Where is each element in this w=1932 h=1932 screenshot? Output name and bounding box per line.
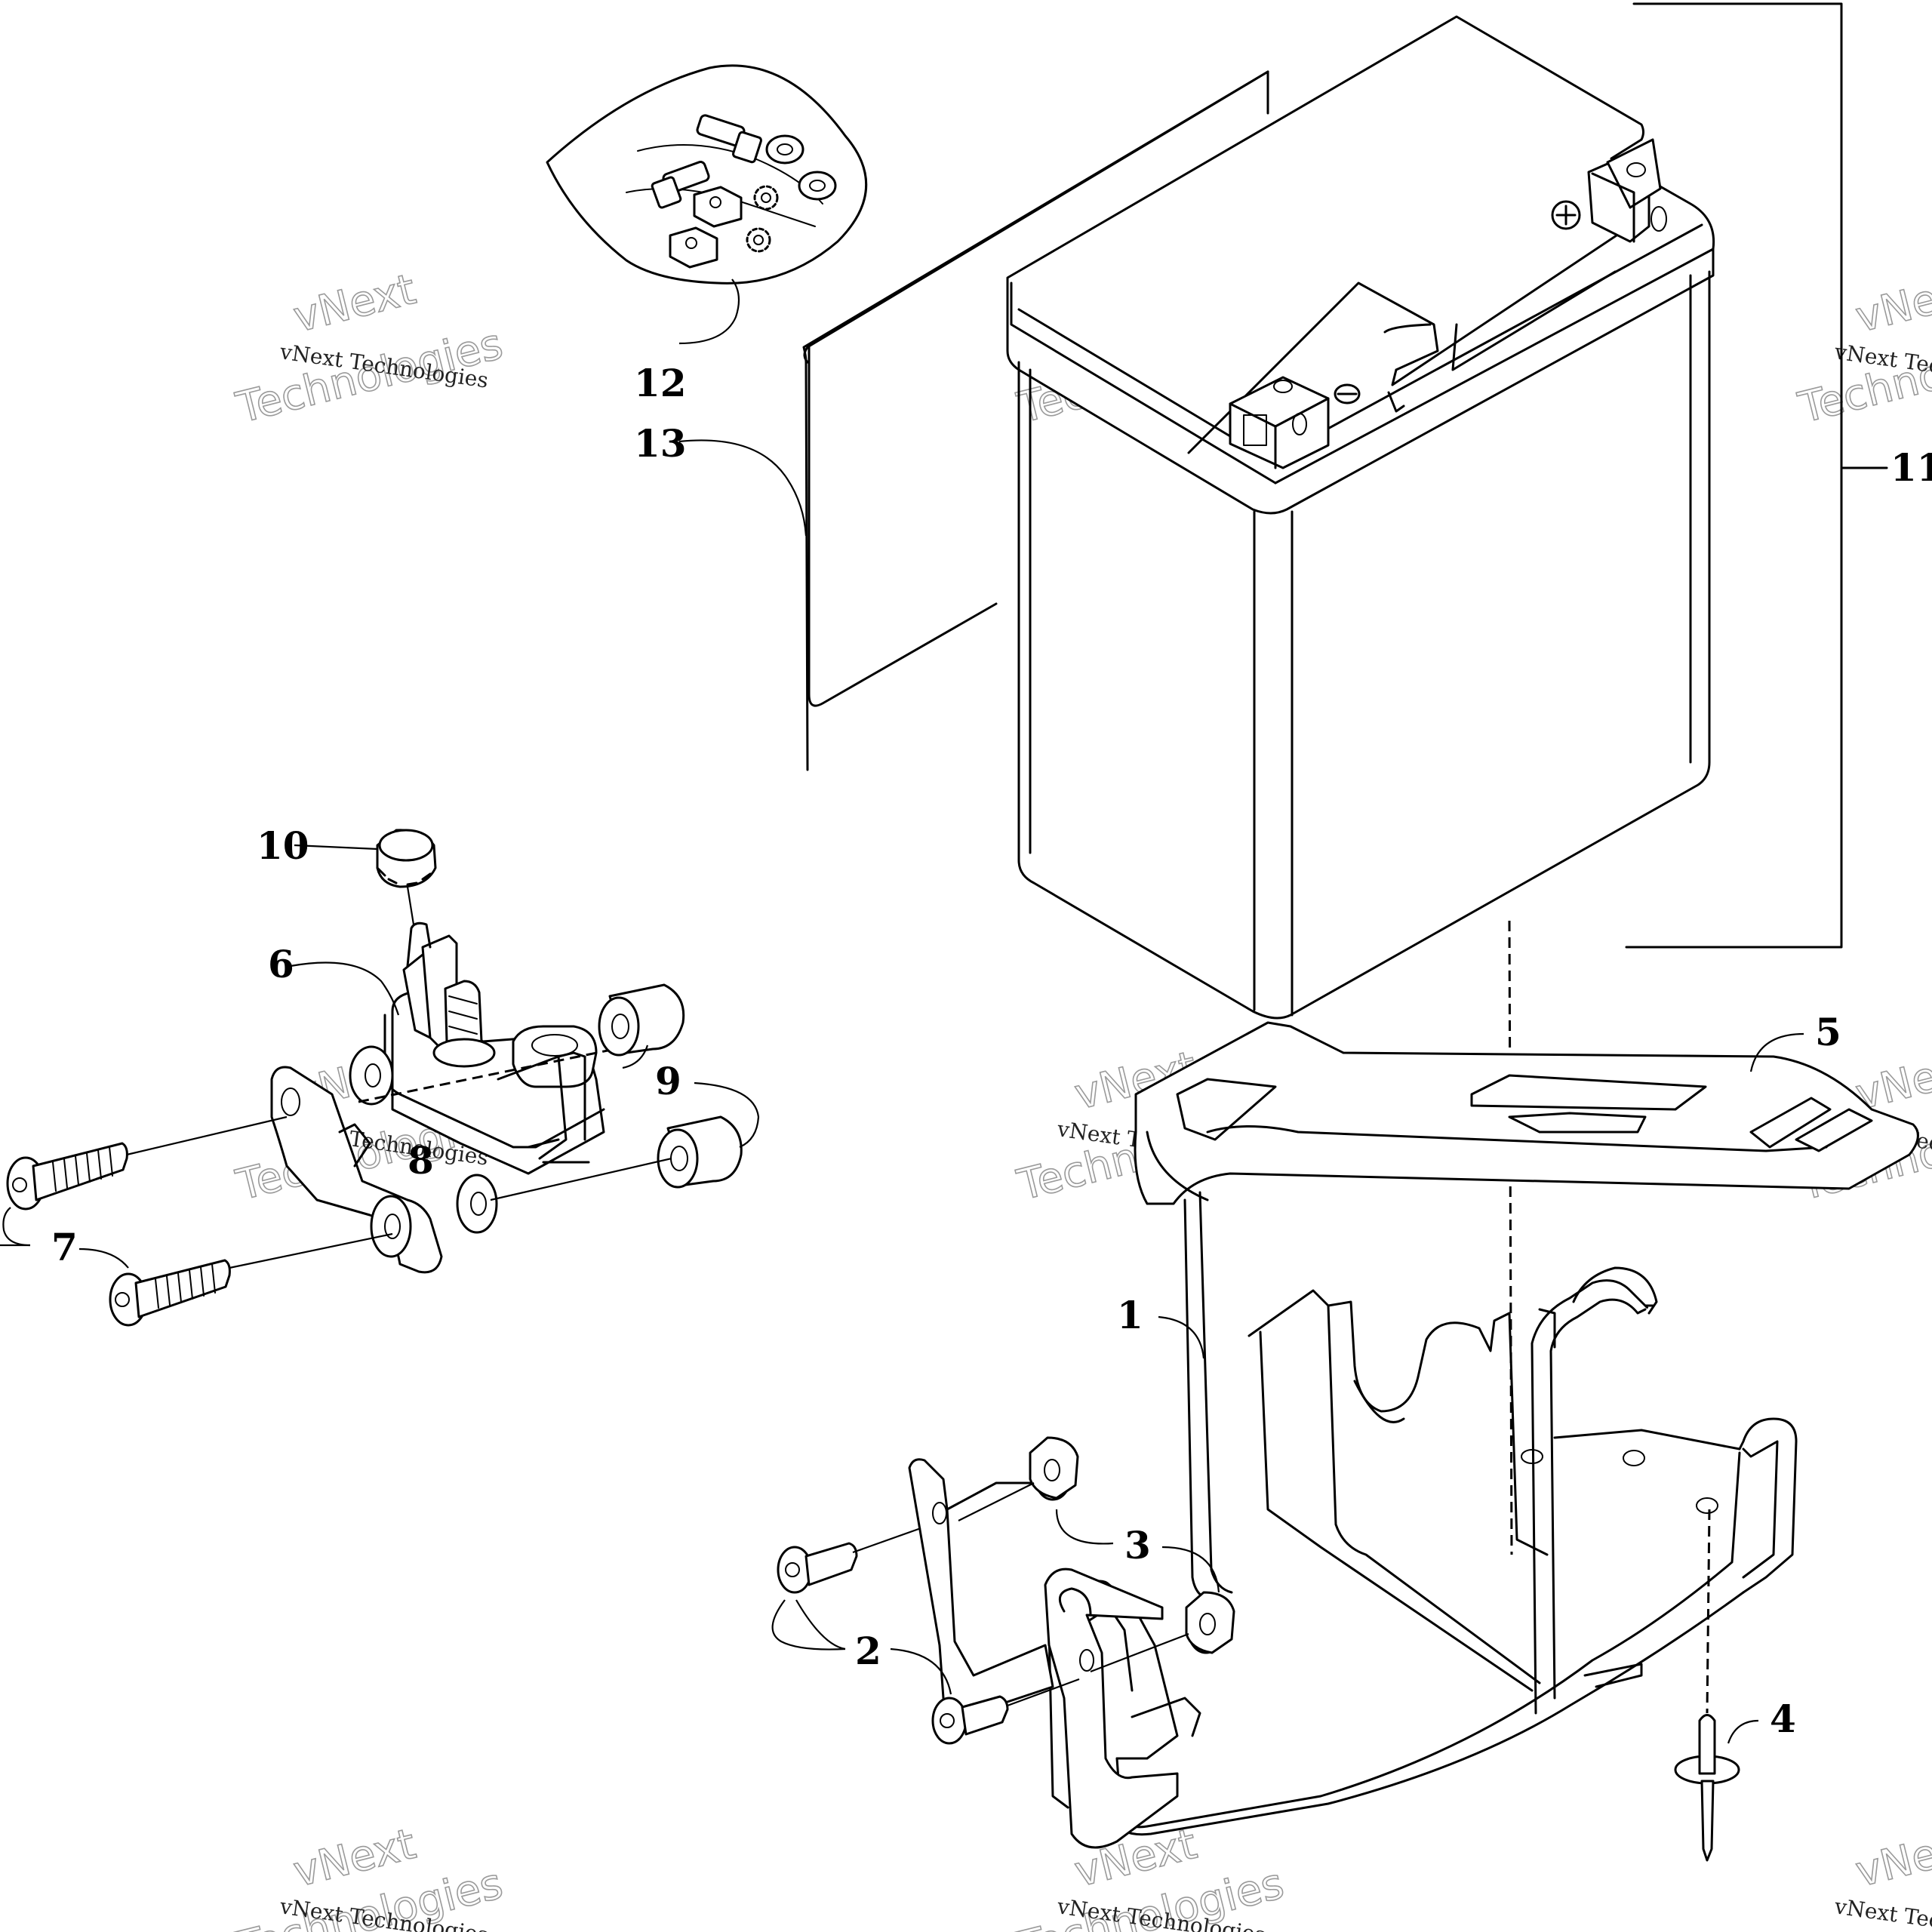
leader-10: [294, 844, 378, 851]
callout-13: 13: [634, 421, 687, 466]
callout-2: 2: [855, 1629, 881, 1673]
callout-11: 11: [1890, 445, 1932, 490]
kit-bolt-icon: [651, 114, 762, 209]
leader-1: [1158, 1315, 1205, 1359]
callout-12: 12: [634, 361, 687, 405]
callout-5: 5: [1815, 1010, 1841, 1054]
terminal-nut: [376, 829, 437, 925]
leader-9: [694, 1081, 760, 1149]
leader-2: [795, 1599, 952, 1695]
callout-7: 7: [51, 1225, 78, 1269]
leader-13: [678, 439, 808, 537]
svg-text:vNext Technologies: vNext Technologies: [1832, 1894, 1932, 1932]
hardware-kit: [546, 64, 868, 285]
callout-4: 4: [1770, 1697, 1796, 1741]
screw-upper: [6, 1115, 288, 1211]
hold-down-strap: [1134, 1021, 1919, 1205]
leader-6: [290, 961, 400, 1016]
negative-terminal: [1229, 376, 1330, 469]
watermark-bottom-right: vNext vNext Technologies: [1832, 1819, 1932, 1932]
svg-text:vNext: vNext: [1851, 1820, 1932, 1897]
kit-nut-icon: [669, 186, 743, 269]
leader-12: [678, 278, 740, 345]
spacer-lower: [657, 1115, 743, 1189]
positive-terminal: [1587, 138, 1667, 243]
kit-lockwasher-icon: [746, 185, 779, 253]
leader-lines: [0, 278, 1804, 1744]
watermark-top-left: vNext Technologies vNext Technologies: [231, 264, 508, 433]
rivet: [1674, 1509, 1740, 1862]
watermark-bottom-center: vNext Technologies vNext Technologies: [1012, 1819, 1289, 1932]
callout-8: 8: [408, 1138, 434, 1183]
solenoid-relay: [270, 921, 616, 1274]
screw-leader-lower-extension: [490, 1157, 672, 1201]
svg-text:vNext: vNext: [1851, 265, 1932, 343]
callout-9: 9: [655, 1059, 681, 1103]
callout-10: 10: [257, 823, 309, 868]
leader-5: [1749, 1032, 1804, 1072]
screw-lower: [109, 1232, 393, 1327]
battery-tray: [908, 1191, 1798, 1849]
spacer-upper: [598, 983, 685, 1057]
tray-bolt-upper: [777, 1527, 921, 1594]
watermark-top-right: vNext Technologies vNext Technologies: [1793, 264, 1932, 433]
tray-flange-nut-lower: [1090, 1591, 1235, 1673]
leader-3: [1055, 1509, 1220, 1593]
minus-mark-icon: [1334, 383, 1361, 405]
callout-3: 3: [1124, 1523, 1151, 1567]
plus-mark-icon: [1551, 200, 1581, 230]
callout-6: 6: [268, 942, 294, 986]
battery: [1006, 15, 1715, 1555]
svg-text:vNext: vNext: [289, 265, 420, 343]
leader-4: [1727, 1719, 1759, 1744]
tray-flange-nut-upper: [958, 1436, 1079, 1521]
leader-2-left: [771, 1599, 846, 1651]
leader-9-upper: [622, 1044, 649, 1069]
tray-bolt-lower: [931, 1678, 1080, 1745]
kit-washer-icon: [765, 134, 837, 201]
callout-bracket-11: [1625, 2, 1888, 949]
label-panel: [802, 70, 1269, 771]
leader-7: [2, 1207, 129, 1269]
callout-labels: 1 2 3 4 5 6 7 8 9 10 11 12 13: [51, 361, 1932, 1741]
callout-1: 1: [1117, 1293, 1143, 1337]
watermark-bottom-left: vNext Technologies vNext Technologies: [231, 1819, 508, 1932]
